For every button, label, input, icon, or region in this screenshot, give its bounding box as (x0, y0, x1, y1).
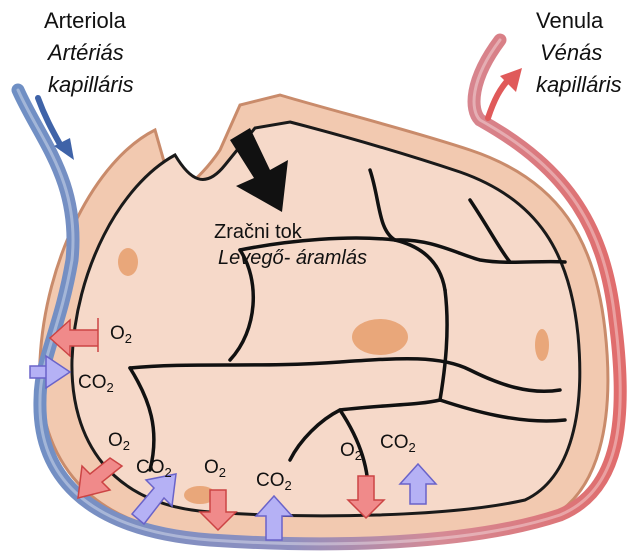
o2-label: O2 (204, 457, 226, 480)
cell-nucleus (535, 329, 549, 361)
co2-label: CO2 (256, 470, 292, 493)
arteriole-label: Arteriola (44, 8, 126, 34)
airflow-label: Zračni tok (214, 219, 302, 245)
venule-label: Venula (536, 8, 603, 34)
cell-nucleus (118, 248, 138, 276)
co2-label: CO2 (78, 372, 114, 395)
venule-hu-label-1: Vénás (540, 40, 602, 66)
airflow-hu-label: Levegő- áramlás (218, 245, 367, 271)
venule-hu-label-2: kapilláris (536, 72, 622, 98)
arteriole-hu-label-2: kapilláris (48, 72, 134, 98)
o2-label: O2 (108, 430, 130, 453)
arteriole-hu-label-1: Artériás (48, 40, 124, 66)
venule-flow-arrow (488, 78, 510, 118)
co2-label: CO2 (380, 432, 416, 455)
co2-label: CO2 (136, 457, 172, 480)
cell-nucleus (352, 319, 408, 355)
o2-label: O2 (340, 440, 362, 463)
o2-label: O2 (110, 323, 132, 346)
